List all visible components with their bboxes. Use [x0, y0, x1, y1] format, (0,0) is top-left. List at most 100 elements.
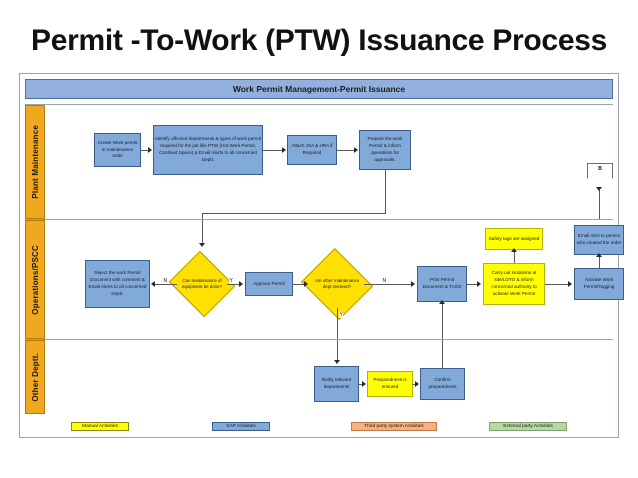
arrowhead — [596, 187, 602, 191]
node-create-work-permit[interactable]: Create Work permit in maintenance order — [94, 133, 141, 167]
node-identify-departments[interactable]: Identify affected departments & types of… — [153, 125, 263, 175]
legend-label: Third party system Activities — [364, 423, 424, 429]
arrowhead — [239, 281, 243, 287]
connector-confirm-up — [442, 340, 443, 368]
swimlane-operations-pscc: Operations/PSCC Reject the work Permit D… — [25, 219, 624, 340]
edge-label-yes: Y — [339, 312, 344, 318]
connector-into-notify — [337, 340, 338, 362]
node-label: Safety tags are assigned — [488, 235, 540, 241]
node-label: Email Alert to person who created the or… — [576, 233, 622, 245]
connector-activate-to-email — [599, 255, 600, 268]
node-safety-tags-assigned[interactable]: Safety tags are assigned — [485, 228, 543, 250]
node-confirm-preparedness[interactable]: Confirm preparedness — [420, 368, 465, 400]
flowchart-header-label: Work Permit Management-Permit Issuance — [232, 84, 406, 94]
swimlane-label-text: Operations/PSCC — [30, 244, 40, 315]
node-label: Create Work permit in maintenance order — [97, 139, 138, 159]
node-label: Carry out Isolations at site/LOTO & info… — [491, 270, 537, 296]
offpage-connector-label: B — [598, 166, 602, 172]
edge-label-no: N — [382, 278, 387, 284]
node-carry-out-isolations[interactable]: Carry out Isolations at site/LOTO & info… — [483, 263, 545, 305]
node-label: Confirm preparedness — [428, 377, 457, 389]
arrowhead — [282, 147, 286, 153]
node-label: Prepare the work Permit & inform operati… — [367, 136, 403, 162]
node-print-permit-document[interactable]: Print Permit Document & TAGS — [417, 266, 467, 302]
swimlane-label-other-deptt: Other Deptt. — [25, 340, 45, 414]
arrowhead — [334, 360, 340, 364]
legend-item-manual-activities: Manual Activities — [71, 421, 129, 431]
arrowhead — [411, 281, 415, 287]
flowchart-header: Work Permit Management-Permit Issuance — [25, 79, 613, 99]
node-attach-jsa-hra[interactable]: Attach JSA & HRA if Required — [287, 135, 337, 165]
legend-label: SAP Activities — [226, 423, 256, 429]
connector-preparedness-to-confirm — [413, 384, 416, 385]
page-title: Permit -To-Work (PTW) Issuance Process — [31, 24, 607, 57]
legend-label: Manual Activities — [82, 423, 118, 429]
connector-print-to-isolations — [467, 284, 478, 285]
connector-confirm-to-print — [442, 302, 443, 340]
node-preparedness-is-ensured[interactable]: Preparedness is ensured — [367, 371, 413, 397]
node-label: Attach JSA & HRA if Required — [291, 143, 333, 155]
legend: Manual Activities SAP Activities Third p… — [25, 419, 613, 433]
connector-isolations-to-safety-tags — [514, 250, 515, 263]
swimlane-label-text: Plant Maintenance — [30, 125, 40, 199]
connector-prepare-to-diamond — [202, 213, 203, 220]
node-label: Print Permit Document & TAGS — [422, 277, 462, 289]
swimlane-plant-maintenance: Plant Maintenance Create Work permit in … — [25, 104, 613, 220]
connector-b-down — [599, 189, 600, 220]
connector-diamond-to-reject — [154, 284, 177, 285]
arrowhead — [151, 281, 155, 287]
arrowhead — [304, 281, 308, 287]
arrowhead — [148, 147, 152, 153]
swimlane-label-plant-maintenance: Plant Maintenance — [25, 105, 45, 219]
node-notify-relevant-departments[interactable]: Notify relevant departments — [314, 366, 359, 402]
offpage-connector-b[interactable]: B — [587, 163, 613, 189]
arrowhead — [199, 243, 205, 247]
connector-approve-to-decision — [293, 284, 305, 285]
decision-other-maintenance-dept-involved[interactable]: Are other maintenance dept involved? — [300, 247, 374, 321]
swimlane-label-operations-pscc: Operations/PSCC — [25, 220, 45, 339]
arrowhead — [362, 381, 366, 387]
connector-decision-yes-down — [337, 308, 338, 340]
swimlane-body-plant-maintenance: Create Work permit in maintenance order … — [47, 105, 613, 220]
arrowhead — [415, 381, 419, 387]
legend-item-third-party-system-activities: Third party system Activities — [351, 421, 437, 431]
connector-decision-to-print — [364, 284, 412, 285]
swimlane-other-deptt: Other Deptt. Notify relevant departments… — [25, 339, 613, 414]
decision-can-maintenance-be-done[interactable]: Can maintenance of equipment be done? — [168, 250, 236, 318]
node-label: Reject the work Permit Document with com… — [88, 270, 147, 296]
arrowhead — [439, 300, 445, 304]
legend-item-sap-activities: SAP Activities — [212, 421, 270, 431]
arrowhead — [568, 281, 572, 287]
decision-label: Can maintenance of equipment be done? — [181, 278, 223, 289]
swimlane-body-operations-pscc: Reject the work Permit Document with com… — [47, 220, 624, 340]
node-label: Preparedness is ensured — [373, 377, 407, 389]
node-prepare-work-permit[interactable]: Prepare the work Permit & inform operati… — [359, 130, 411, 170]
node-email-alert-creator[interactable]: Email Alert to person who created the or… — [574, 225, 624, 255]
edge-label-no: N — [163, 278, 168, 284]
connector-prepare-left — [202, 213, 386, 214]
node-label: Approve Permit — [253, 280, 285, 286]
node-approve-permit[interactable]: Approve Permit — [245, 272, 293, 296]
edge-label-yes: Y — [229, 278, 234, 284]
connector-identify-to-attach — [263, 150, 283, 151]
connector-create-to-identify — [141, 150, 149, 151]
node-reject-work-permit[interactable]: Reject the work Permit Document with com… — [85, 260, 150, 308]
connector-attach-to-prepare — [337, 150, 355, 151]
connector-diamond-to-approve — [227, 284, 240, 285]
decision-label: Are other maintenance dept involved? — [314, 278, 360, 289]
connector-isolations-to-activate — [545, 284, 569, 285]
arrowhead — [477, 281, 481, 287]
connector-prepare-down — [385, 170, 386, 213]
legend-label: External party Activities — [503, 423, 553, 429]
connector-into-diamond — [202, 220, 203, 245]
arrowhead — [354, 147, 358, 153]
legend-item-external-party-activities: External party Activities — [489, 421, 567, 431]
connector-notify-to-preparedness — [359, 384, 363, 385]
arrowhead — [596, 253, 602, 257]
node-label: Identify affected departments & types of… — [155, 136, 261, 162]
swimlane-body-other-deptt: Notify relevant departments Preparedness… — [47, 340, 613, 414]
flowchart-frame: Work Permit Management-Permit Issuance P… — [19, 73, 624, 438]
node-activate-work-permit[interactable]: Activate Work Permit/Tagging — [574, 268, 624, 300]
node-label: Notify relevant departments — [321, 377, 352, 389]
arrowhead — [511, 248, 517, 252]
